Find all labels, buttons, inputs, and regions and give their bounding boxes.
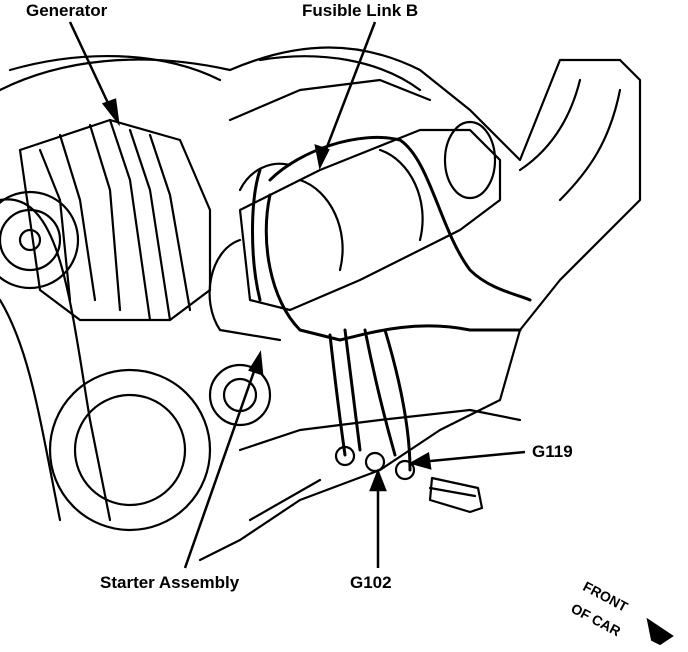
starter-arrowhead [248,350,264,376]
front-of-car-arrow [646,617,674,646]
starter-leader [183,359,260,569]
lower-block [238,408,522,522]
g102-label: G102 [350,573,392,592]
fusible-link-leader [320,21,377,161]
ground-studs [334,445,484,514]
front-of-car-indicator: FRONT OF CAR [568,578,680,648]
fusible-link-wire [238,162,292,192]
generator-arrowhead [101,98,120,127]
fusible-link-label: Fusible Link B [302,1,419,20]
valve-cover [228,78,432,122]
g119-leader [419,450,526,464]
ground-bolt [428,476,484,514]
generator-body [18,118,212,322]
intake-duct [518,78,622,202]
belt-and-pulleys [0,190,272,532]
engine-block-outline [0,46,642,562]
starter-body [208,120,502,342]
g119-arrowhead [408,452,432,470]
engine-block-inner [8,54,422,92]
g102-arrowhead [369,468,387,492]
g119-label: G119 [532,442,573,461]
starter-assembly-label: Starter Assembly [100,573,240,592]
generator-label: Generator [26,1,108,20]
leader-lines [68,21,526,569]
fusible-link-arrowhead [314,144,330,170]
